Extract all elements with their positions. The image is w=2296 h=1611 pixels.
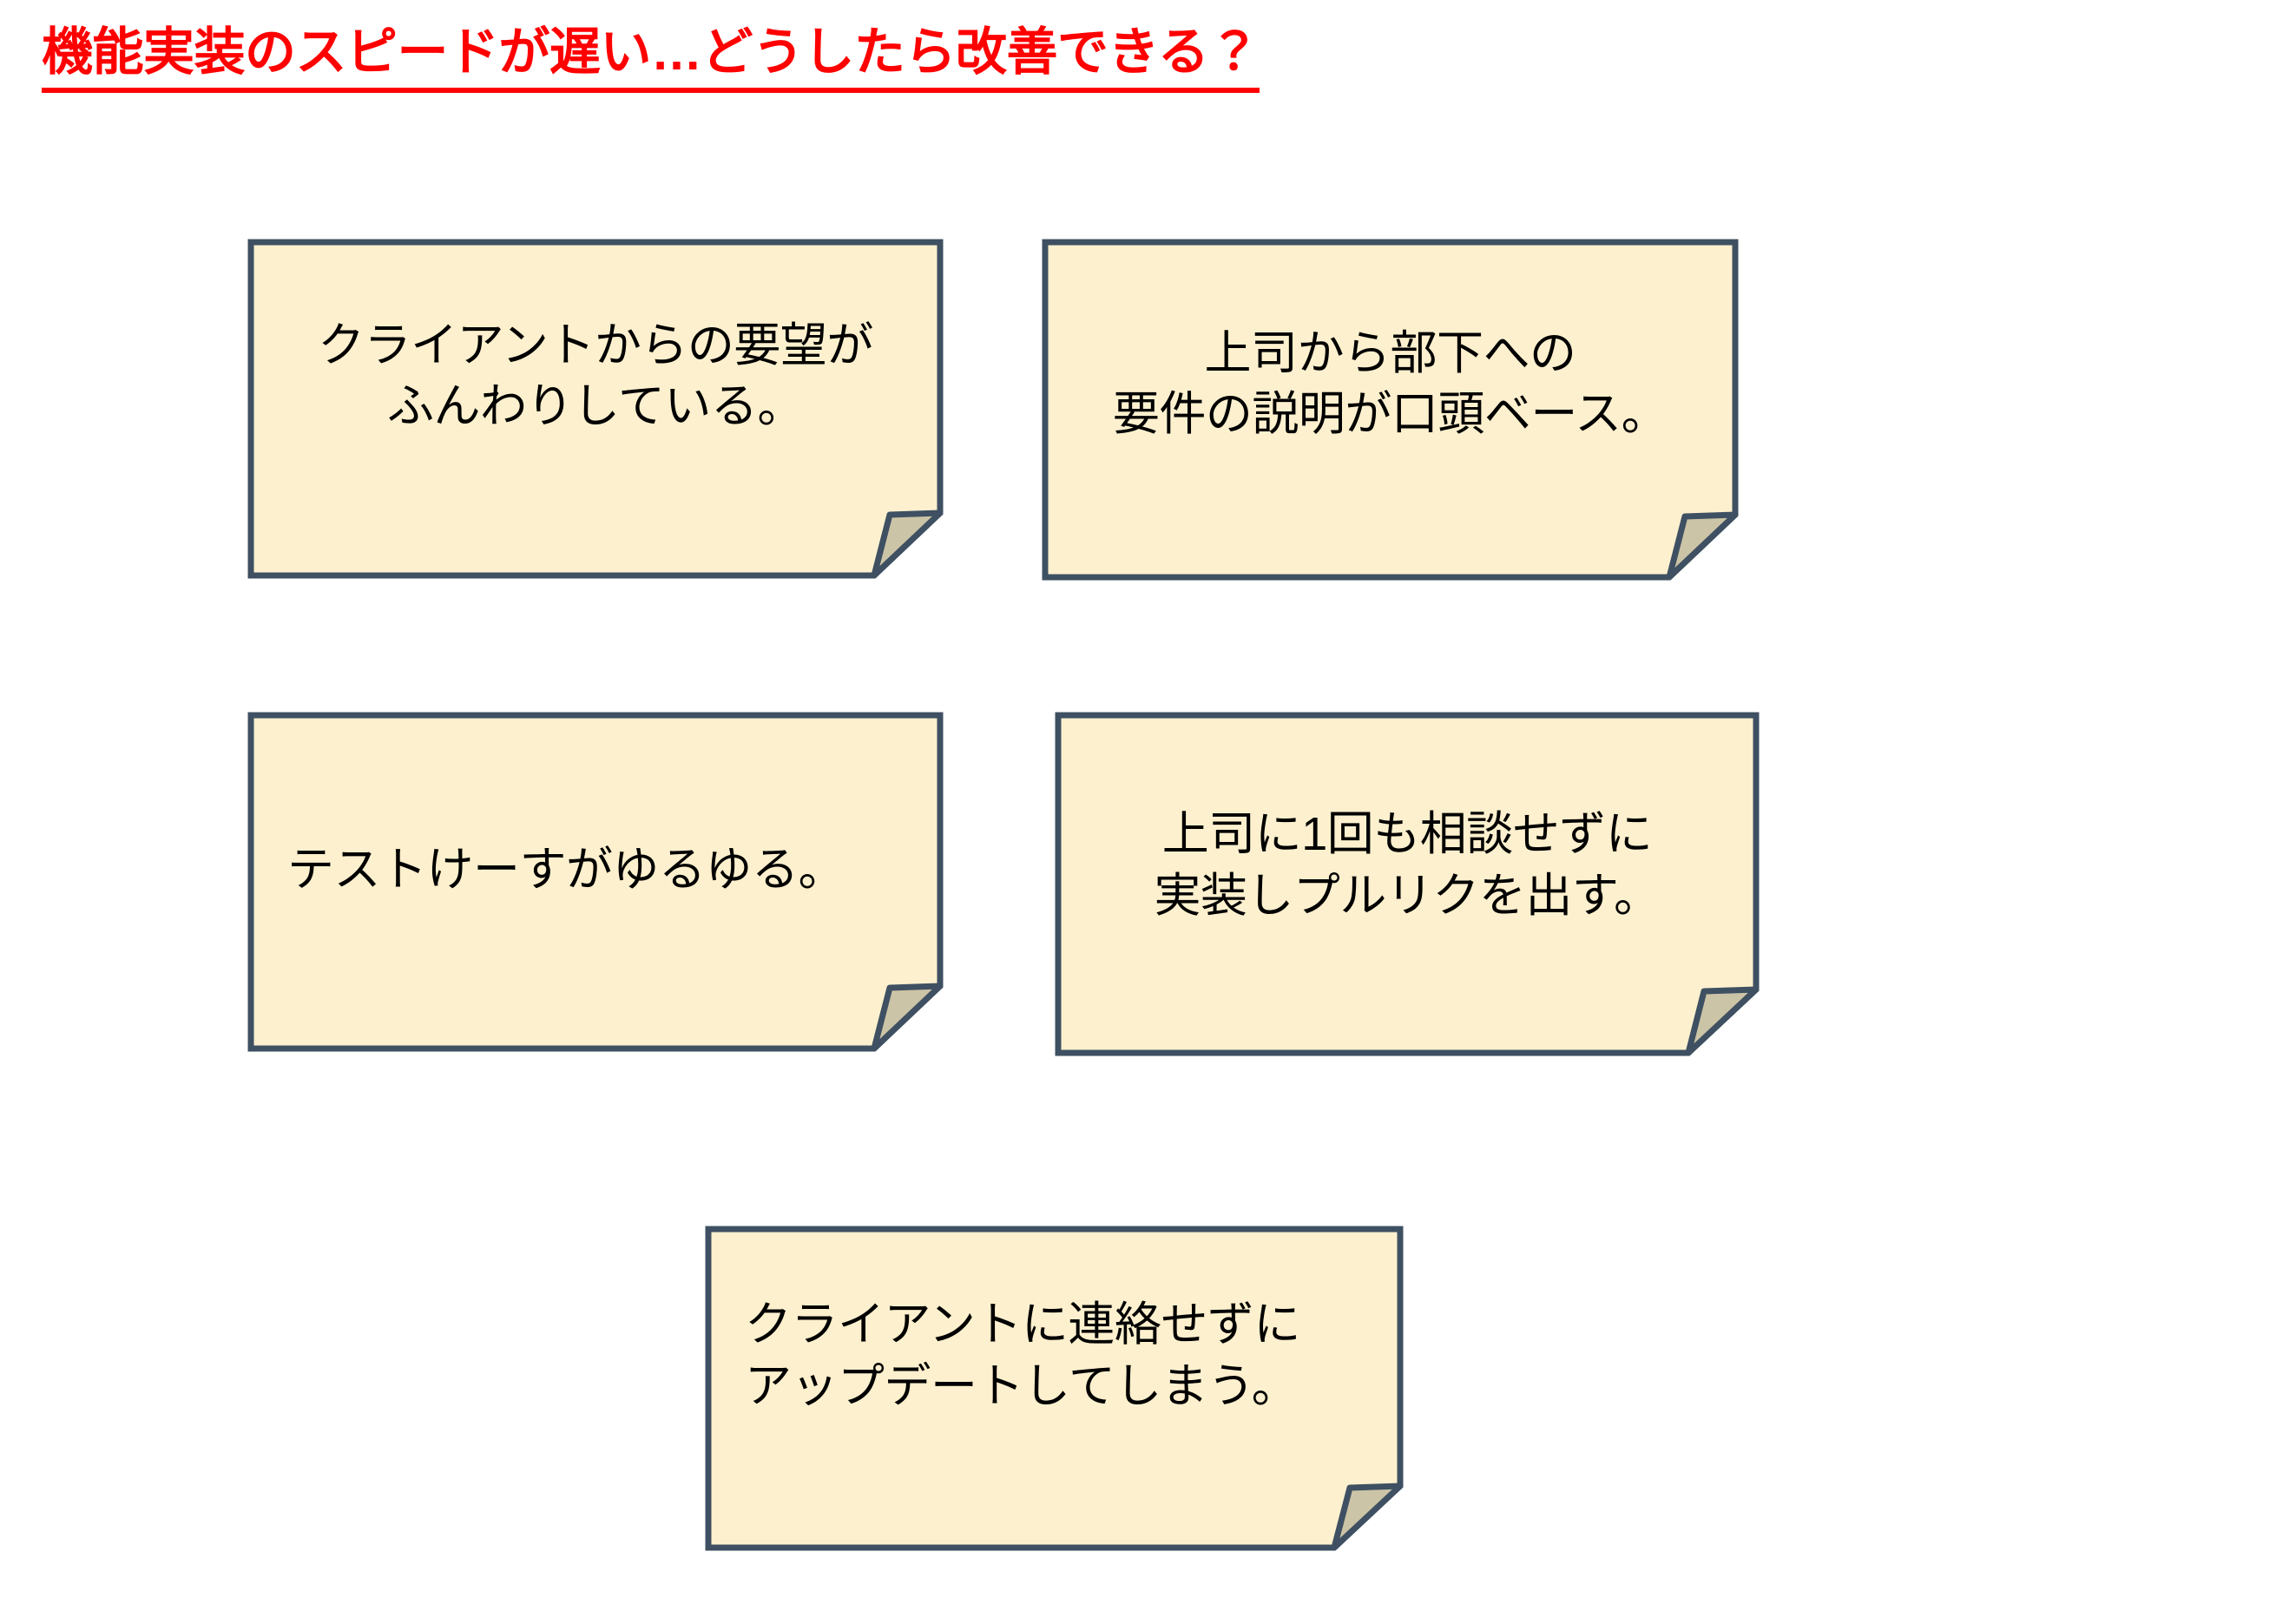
sticky-note-5-text: クライアントに連絡せずに アップデートしてしまう。: [745, 1299, 1300, 1412]
page-title: 機能実装のスピードが遅い…どうしたら改善できる？: [42, 23, 1260, 94]
sticky-note-5[interactable]: クライアントに連絡せずに アップデートしてしまう。: [705, 1226, 1404, 1551]
sticky-note-shape-icon: [247, 712, 944, 1052]
sticky-note-2[interactable]: 上司から部下への 要件の説明が口頭ベース。: [1042, 239, 1739, 581]
sticky-note-shape-icon: [1055, 712, 1760, 1056]
sticky-note-3-text: テストけーすがゆるゆる。: [287, 843, 845, 896]
sticky-note-4[interactable]: 上司に1回も相談せずに 実装しプルリクを出す。: [1055, 712, 1760, 1056]
sticky-note-1-text: クライアントからの要望が ふんわりしている。: [318, 319, 873, 432]
sticky-note-shape-icon: [247, 239, 944, 579]
sticky-note-4-text: 上司に1回も相談せずに 実装しプルリクを出す。: [1154, 808, 1661, 922]
sticky-note-2-text: 上司から部下への 要件の説明が口頭ベース。: [1112, 326, 1668, 440]
sticky-note-3[interactable]: テストけーすがゆるゆる。: [247, 712, 944, 1052]
sticky-note-shape-icon: [1042, 239, 1739, 581]
sticky-note-shape-icon: [705, 1226, 1404, 1551]
sticky-note-1[interactable]: クライアントからの要望が ふんわりしている。: [247, 239, 944, 579]
